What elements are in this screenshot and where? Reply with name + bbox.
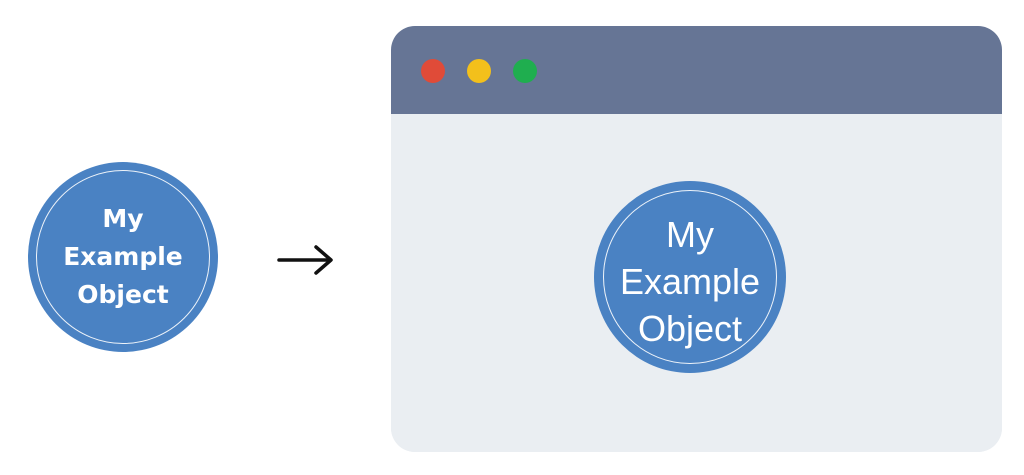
window-object-badge-line: My bbox=[666, 213, 714, 255]
window-object-badge-line: Example bbox=[619, 260, 761, 302]
browser-window bbox=[391, 26, 1002, 452]
window-titlebar bbox=[391, 26, 1002, 114]
window-object-badge-line: Object bbox=[637, 307, 743, 349]
object-badge-line: My bbox=[102, 204, 144, 233]
object-badge: My Example Object bbox=[28, 162, 218, 352]
object-badge-line: Object bbox=[77, 280, 169, 309]
maximize-window-icon[interactable] bbox=[513, 59, 537, 83]
window-object-badge: My Example Object bbox=[594, 181, 786, 373]
right-arrow-icon bbox=[277, 245, 333, 275]
object-badge-line: Example bbox=[63, 242, 183, 271]
object-badge-label: My Example Object bbox=[63, 200, 183, 314]
minimize-window-icon[interactable] bbox=[467, 59, 491, 83]
window-object-badge-label: My Example Object bbox=[620, 211, 760, 352]
close-window-icon[interactable] bbox=[421, 59, 445, 83]
